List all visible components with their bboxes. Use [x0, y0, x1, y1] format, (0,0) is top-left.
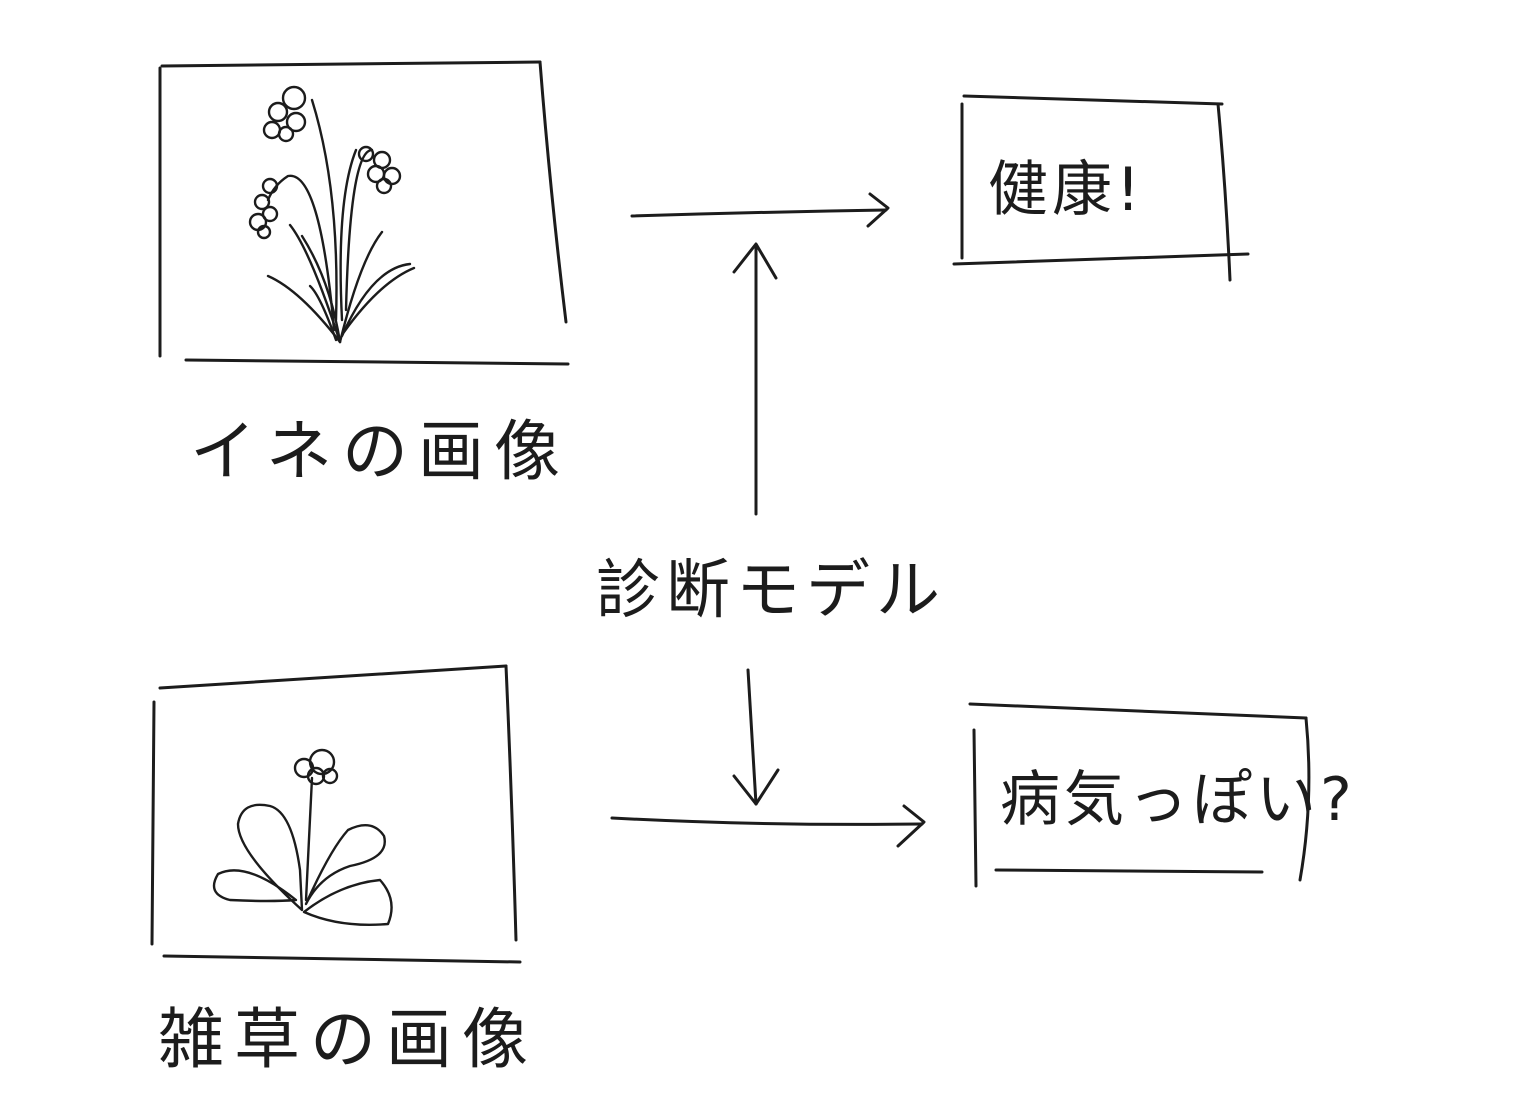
rice-image-frame [158, 60, 570, 366]
arrow-rice-to-healthy [630, 192, 890, 228]
sick-result-label: 病気っぽい? [1000, 765, 1356, 835]
diagnosis-model-label: 診断モデル [596, 554, 946, 628]
healthy-result-box [952, 94, 1250, 282]
arrow-model-to-sick [732, 668, 780, 806]
arrow-weed-to-sick [610, 804, 926, 848]
sick-result-box [968, 702, 1311, 888]
healthy-result-label: 健康! [988, 155, 1144, 225]
weed-image-label: 雑草の画像 [158, 1001, 538, 1078]
rice-plant-drawing [248, 85, 416, 344]
weed-plant-drawing [212, 748, 393, 926]
weed-image-frame [150, 664, 522, 964]
rice-image-label: イネの画像 [190, 413, 570, 490]
arrow-model-to-healthy [732, 242, 778, 516]
